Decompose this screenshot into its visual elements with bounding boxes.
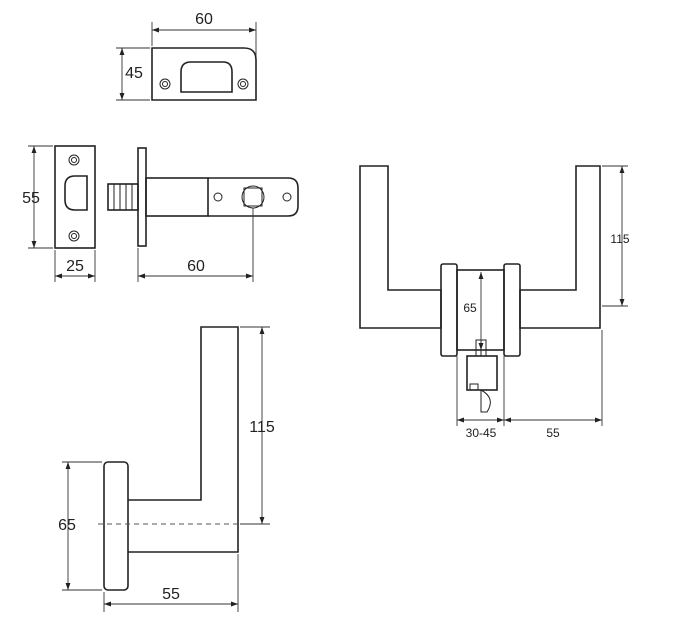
right-lever <box>519 165 601 329</box>
strike-plate-outline <box>151 47 257 101</box>
latch-screw-hole-top <box>68 154 80 166</box>
door-thickness-label: 30-45 <box>466 426 497 440</box>
front-projection-label: 55 <box>546 426 560 440</box>
lever-front-view: 115 65 30-45 55 <box>359 165 630 440</box>
latch-pin-hole-right <box>282 192 292 202</box>
strike-screw-hole-right <box>237 78 249 90</box>
side-lever <box>128 326 239 553</box>
latch-faceplate-height-label: 55 <box>22 190 40 207</box>
latch-pin-hole-left <box>213 192 223 202</box>
front-rose-label: 65 <box>463 301 477 315</box>
side-projection-label: 55 <box>162 586 180 603</box>
strike-width-label: 60 <box>195 11 213 28</box>
latch-tail <box>208 177 299 217</box>
spindle-hole <box>243 187 263 207</box>
latch-bolt-opening <box>64 175 88 211</box>
left-rose <box>440 263 458 357</box>
latch-faceplate-width-label: 25 <box>66 258 84 275</box>
latch-bolt <box>107 183 139 211</box>
latch-underside <box>466 355 498 391</box>
front-height-label: 115 <box>610 232 629 246</box>
right-rose <box>503 263 521 357</box>
latch-forend <box>137 147 147 247</box>
strike-screw-hole-left <box>159 78 171 90</box>
strike-height-label: 45 <box>125 65 143 82</box>
latch-screw-hole-bottom <box>68 230 80 242</box>
side-rose <box>103 461 129 591</box>
latch-case <box>145 177 209 217</box>
latch-backset-label: 60 <box>187 258 205 275</box>
left-lever <box>359 165 442 329</box>
latch-faceplate <box>54 145 96 249</box>
strike-plate-view: 60 45 <box>116 11 257 101</box>
side-rose-label: 65 <box>58 517 76 534</box>
strike-plate-opening <box>180 61 233 93</box>
latch-view: 55 25 60 <box>22 145 299 282</box>
lever-side-view: 115 65 55 <box>58 326 275 612</box>
latch-tongue <box>480 389 491 413</box>
side-height-label: 115 <box>249 419 275 436</box>
